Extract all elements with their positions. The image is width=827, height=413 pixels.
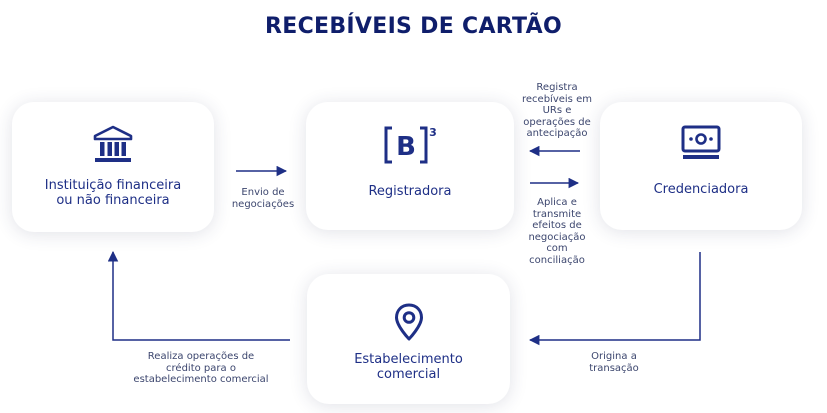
node-label: Credenciadora bbox=[653, 182, 749, 197]
node-credenciadora: Credenciadora bbox=[600, 102, 802, 230]
b3-logo-letter: B bbox=[396, 132, 416, 162]
bank-icon bbox=[92, 124, 134, 170]
b3-logo-superscript: 3 bbox=[429, 126, 437, 139]
edge-label-aplica: Aplica e transmite efeitos de negociação… bbox=[528, 197, 586, 266]
edge-label-envio: Envio de negociações bbox=[231, 187, 295, 210]
arrow-origina bbox=[528, 252, 701, 346]
edge-label-origina: Origina a transação bbox=[589, 351, 639, 374]
node-instituicao-financeira: Instituição financeira ou não financeira bbox=[12, 102, 214, 232]
node-estabelecimento-comercial: Estabelecimento comercial bbox=[307, 274, 510, 404]
payment-terminal-icon bbox=[679, 124, 723, 168]
location-pin-icon bbox=[393, 302, 425, 346]
node-registradora: B 3 Registradora bbox=[306, 102, 514, 230]
node-label: Instituição financeira ou não financeira bbox=[44, 178, 182, 208]
b3-logo-icon: B 3 bbox=[382, 122, 438, 172]
node-label: Estabelecimento comercial bbox=[354, 352, 463, 382]
node-label: Registradora bbox=[368, 184, 452, 199]
page-title: RECEBÍVEIS DE CARTÃO bbox=[265, 14, 562, 39]
edge-label-registra: Registra recebíveis em URs e operações d… bbox=[522, 82, 592, 139]
edge-label-realiza: Realiza operações de crédito para o esta… bbox=[133, 351, 269, 385]
arrow-realiza bbox=[107, 250, 290, 341]
